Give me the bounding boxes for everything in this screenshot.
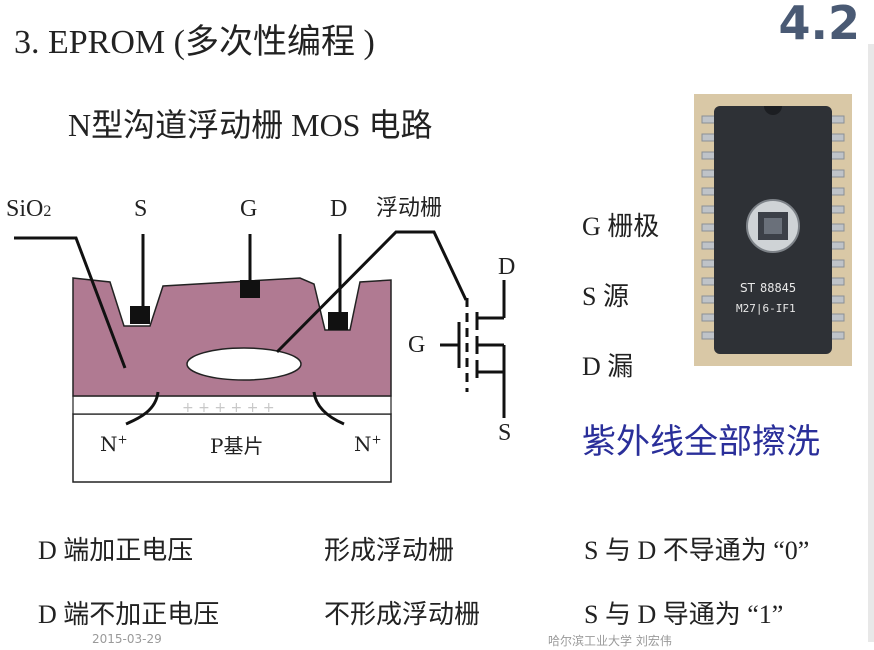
sio2-oxide — [72, 277, 392, 397]
gate-label: G — [240, 196, 258, 222]
row2-condition: D 端不加正电压 — [38, 600, 220, 629]
drain-label: D — [330, 196, 348, 222]
n-region-right — [312, 391, 345, 426]
sio2-label: SiO2 — [6, 196, 52, 222]
p-substrate — [72, 413, 392, 483]
slide-title: 3. EPROM (多次性编程 ) — [14, 24, 375, 61]
gate-contact — [240, 280, 260, 298]
row2-state: S 与 D 导通为 “1” — [584, 600, 784, 629]
symbol-source-label: S — [498, 420, 512, 446]
chip-marking-line1: 88845 — [760, 281, 796, 295]
sio2-pointer — [14, 236, 127, 369]
diagram-subtitle: N型沟道浮动栅 MOS 电路 — [68, 107, 433, 143]
floating-gate-pointer — [275, 230, 468, 354]
legend-gate: G 栅极 — [582, 212, 660, 241]
charge-marks: + + + + + + — [182, 400, 275, 416]
row1-state: S 与 D 不导通为 “0” — [584, 536, 810, 565]
floating-gate-label: 浮动栅 — [376, 196, 443, 221]
footer-author: 哈尔滨工业大学 刘宏伟 — [548, 634, 672, 648]
footer-date: 2015-03-29 — [92, 632, 162, 646]
chip-marking-line2: M27|6-IF1 — [736, 302, 796, 315]
slide-number: 4.2 — [778, 0, 861, 50]
floating-gate — [186, 347, 302, 381]
uv-erase-note: 紫外线全部擦洗 — [582, 422, 820, 462]
row1-result: 形成浮动栅 — [324, 536, 455, 565]
n-region-left — [125, 391, 160, 426]
n-plus-right-label: N+ — [354, 432, 382, 456]
symbol-gate-label: G — [408, 332, 426, 358]
svg-text:ST: ST — [740, 281, 756, 295]
legend-source: S 源 — [582, 282, 629, 311]
row2-result: 不形成浮动栅 — [324, 600, 481, 629]
eprom-chip-photo: ST 88845 M27|6-IF1 — [694, 94, 852, 366]
source-label: S — [134, 196, 148, 222]
row1-condition: D 端加正电压 — [38, 536, 194, 565]
source-contact — [130, 306, 150, 324]
symbol-drain-label: D — [498, 254, 516, 280]
drain-contact — [328, 312, 348, 330]
n-plus-left-label: N+ — [100, 432, 128, 456]
legend-drain: D 漏 — [582, 352, 634, 381]
substrate-label: P基片 — [210, 434, 264, 458]
scrollbar[interactable] — [868, 44, 874, 642]
floating-gate-transistor-symbol — [440, 280, 506, 418]
